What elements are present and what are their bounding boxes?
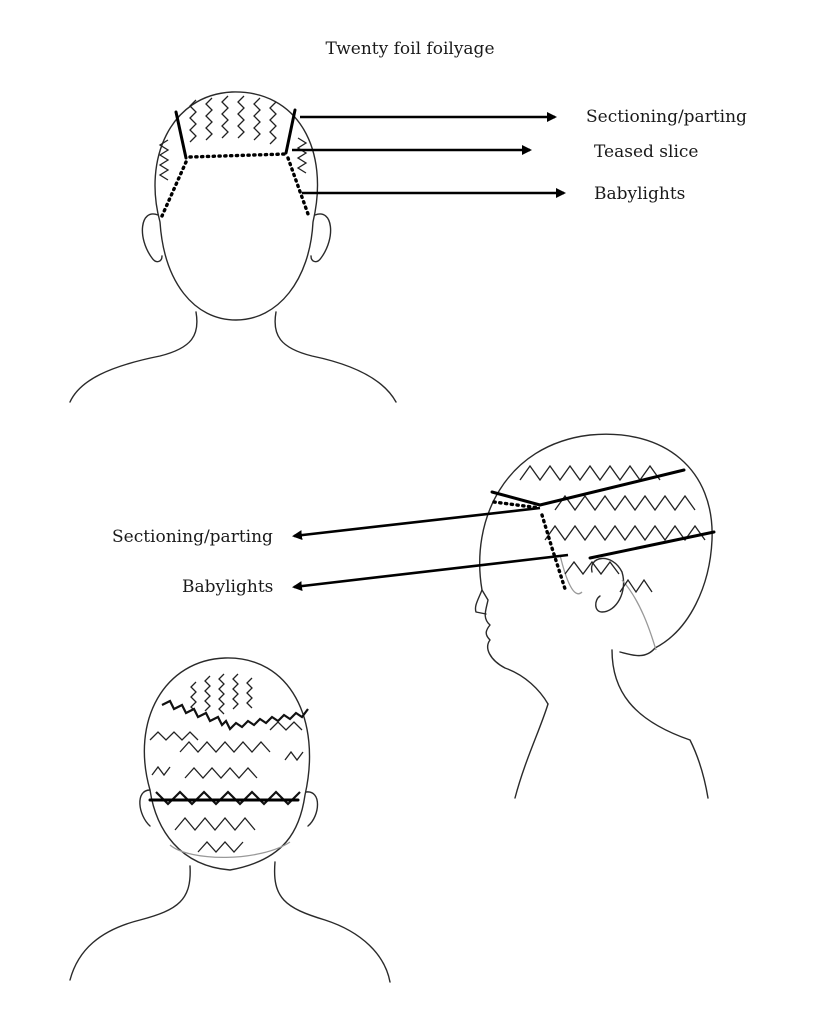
front-top-zigzags [189,95,277,145]
front-parting-left [174,110,188,160]
back-top-zigzags [190,673,253,715]
side-zigzag-row4 [564,560,620,576]
side-parting-upper [538,468,686,507]
front-teased-slice [188,152,288,159]
back-horizontal-parting [155,790,301,806]
side-hairline [559,554,657,651]
side-arrow-sectioning [292,506,541,541]
side-nose [474,589,487,615]
front-neck-shoulders [69,311,397,403]
back-right-ear [305,791,319,827]
side-babylights-front [492,500,542,510]
side-zigzag-row5 [619,578,653,594]
back-view-figure [69,657,391,983]
front-label-babylights: Babylights [594,184,685,204]
front-parting-right [284,108,297,155]
back-head-outline [143,657,311,871]
front-left-ear [141,213,163,263]
side-label-sectioning: Sectioning/parting [112,527,273,547]
back-middle-row-1 [179,741,271,753]
front-view-figure [69,91,566,403]
front-label-sectioning: Sectioning/parting [586,107,747,127]
side-babylights-lower [540,513,568,594]
back-neck-shoulders [69,861,391,983]
front-right-ear [310,213,332,263]
side-view-figure [292,433,716,799]
front-label-teased: Teased slice [594,142,698,162]
side-zigzag-row1 [519,464,661,482]
back-v-parting [161,699,309,731]
back-left-zigzag [149,731,199,741]
side-zigzag-row2 [554,494,696,512]
side-parting-lower [588,530,716,560]
side-label-babylights: Babylights [182,577,273,597]
front-left-side-zigzag [158,139,170,181]
back-right-zigzag-2 [284,750,304,762]
back-lower-row-1 [174,816,256,832]
back-left-ear [139,789,151,827]
back-left-zigzag-2 [151,765,171,777]
front-head-outline [154,91,319,321]
front-babylights-left [160,160,188,218]
front-babylights-right [286,156,310,216]
side-parting-short [490,490,542,507]
front-right-side-zigzag [296,137,308,174]
side-neck [514,649,709,799]
back-right-zigzag [269,721,303,731]
diagram-title: Twenty foil foilyage [325,39,494,59]
side-arrow-babylights [292,553,569,592]
side-zigzag-row3 [544,524,706,542]
back-lower-row-2 [197,841,244,853]
back-middle-row-2 [184,767,258,779]
back-hairline [169,841,291,859]
side-ear [591,557,625,613]
